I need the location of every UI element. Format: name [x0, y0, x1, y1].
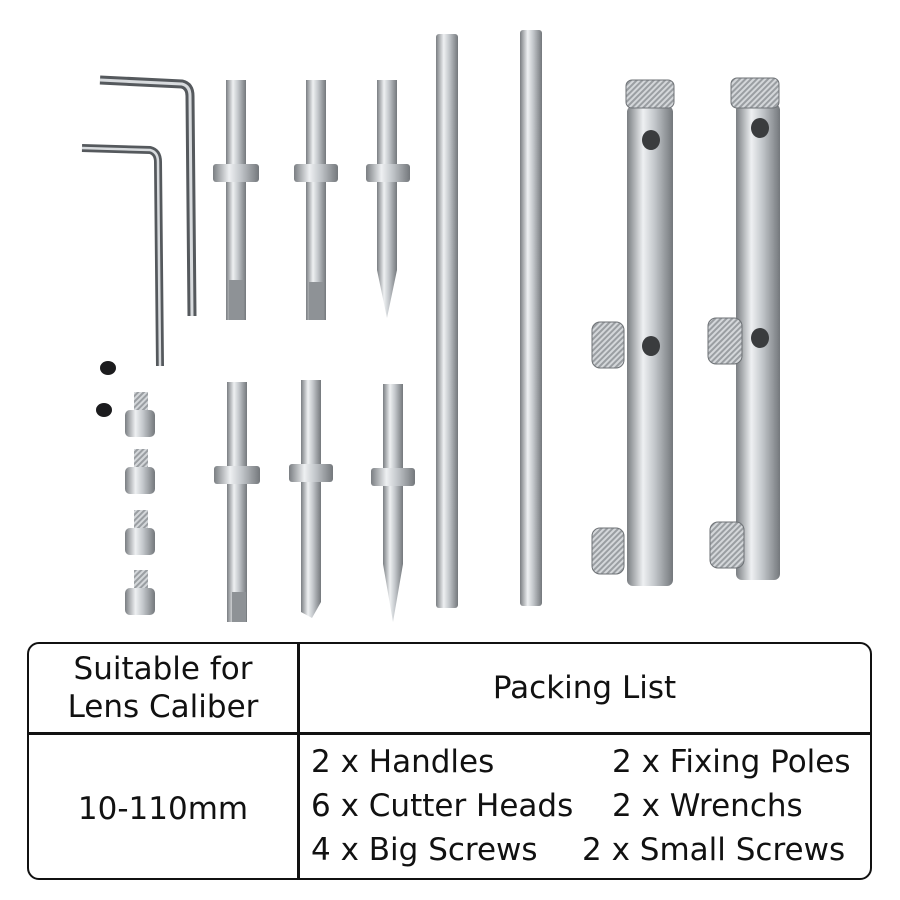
big-screw	[125, 570, 155, 615]
cutter-head-hook	[289, 380, 333, 618]
packing-item: 4 x Big Screws	[311, 832, 538, 868]
cutter-head-flat	[294, 80, 338, 320]
caliber-header-line2: Lens Caliber	[67, 689, 259, 725]
big-screw	[125, 510, 155, 555]
packing-list-header: Packing List	[492, 670, 677, 706]
small-screw	[96, 403, 112, 417]
cutter-head-pointed	[366, 80, 410, 318]
table-divider-vertical	[297, 644, 300, 878]
packing-item: 2 x Fixing Poles	[612, 744, 851, 780]
packing-item: 2 x Small Screws	[582, 832, 846, 868]
big-screw	[125, 449, 155, 494]
fixing-pole	[520, 30, 542, 606]
packing-item: 2 x Wrenchs	[612, 788, 803, 824]
cutter-head-pointed	[371, 384, 415, 622]
fixing-pole	[436, 34, 458, 608]
cutter-head-flat	[213, 80, 259, 320]
handle	[707, 77, 780, 580]
cutter-head-flat	[214, 382, 260, 622]
big-screw	[125, 392, 155, 437]
caliber-value: 10-110mm	[77, 791, 249, 827]
table-divider-horizontal	[29, 732, 870, 735]
caliber-header: Suitable for Lens Caliber	[29, 650, 297, 726]
product-photo	[81, 30, 780, 622]
packing-item: 2 x Handles	[311, 744, 495, 780]
small-screw	[100, 361, 116, 375]
hex-wrench-large	[99, 75, 197, 317]
hex-wrench-small	[81, 144, 164, 367]
spec-table: Suitable for Lens Caliber Packing List 1…	[27, 642, 872, 880]
caliber-header-line1: Suitable for	[73, 651, 253, 687]
handle	[591, 79, 675, 586]
packing-item: 6 x Cutter Heads	[311, 788, 574, 824]
